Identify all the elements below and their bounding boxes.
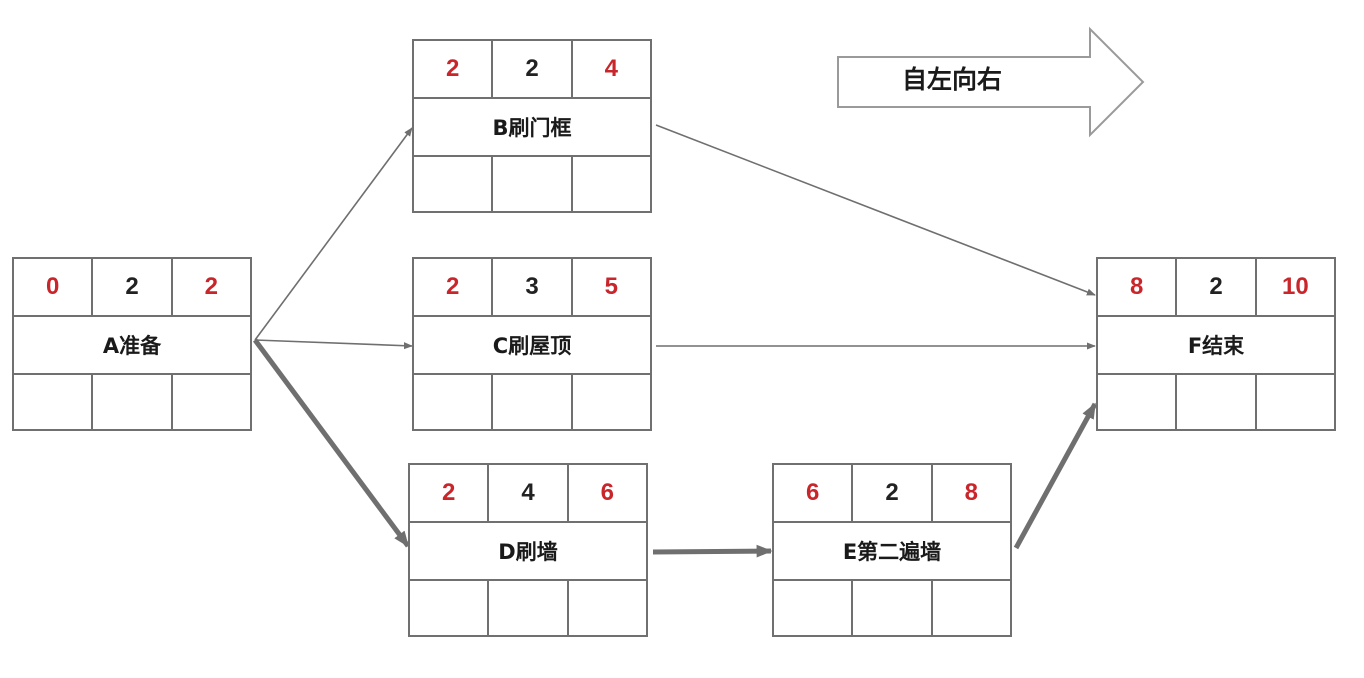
- node-b-name: B刷门框: [492, 116, 572, 140]
- node-c-name: C刷屋顶: [492, 334, 572, 358]
- node-c-roof: 2 3 5 C刷屋顶: [412, 257, 652, 431]
- node-c-early-finish: 5: [570, 259, 650, 315]
- node-e-early-finish: 8: [930, 465, 1010, 521]
- node-c-name-row: C刷屋顶: [414, 317, 650, 375]
- node-f-early-finish: 10: [1254, 259, 1334, 315]
- edge-a-c: [254, 339, 413, 350]
- node-d-name-row: D刷墙: [410, 523, 646, 581]
- edge-b-f: [655, 124, 1096, 296]
- node-a-late-finish: [170, 375, 250, 429]
- node-b-bottom-row: [414, 157, 650, 211]
- node-c-top-row: 2 3 5: [414, 259, 650, 317]
- node-e-name-row: E第二遍墙: [774, 523, 1010, 581]
- node-b-late-finish: [570, 157, 650, 211]
- node-f-name: F结束: [1187, 334, 1245, 358]
- node-b-float: [491, 157, 570, 211]
- node-d-bottom-row: [410, 581, 646, 635]
- node-a-duration: 2: [91, 259, 170, 315]
- edge-e-f: [1013, 402, 1098, 550]
- node-b-name-row: B刷门框: [414, 99, 650, 157]
- node-a-prepare: 0 2 2 A准备: [12, 257, 252, 431]
- node-c-duration: 3: [491, 259, 570, 315]
- edge-a-d: [252, 338, 411, 548]
- node-e-late-finish: [930, 581, 1010, 635]
- node-a-name-row: A准备: [14, 317, 250, 375]
- node-b-late-start: [414, 157, 491, 211]
- node-c-late-start: [414, 375, 491, 429]
- edge-a-b: [254, 127, 413, 341]
- node-a-early-start: 0: [45, 273, 60, 300]
- node-b-early-finish: 4: [570, 41, 650, 97]
- node-e-top-row: 6 2 8: [774, 465, 1010, 523]
- node-e-duration: 2: [851, 465, 930, 521]
- node-c-bottom-row: [414, 375, 650, 429]
- node-d-float: [487, 581, 566, 635]
- node-f-bottom-row: [1098, 375, 1334, 429]
- node-e-early-start: 6: [805, 479, 820, 506]
- node-e-name: E第二遍墙: [842, 540, 942, 564]
- node-c-late-finish: [570, 375, 650, 429]
- node-a-early-finish: 2: [170, 259, 250, 315]
- node-a-name: A准备: [102, 334, 162, 358]
- node-d-name: D刷墙: [498, 540, 558, 564]
- node-e-float: [851, 581, 930, 635]
- node-f-early-start: 8: [1129, 273, 1144, 300]
- node-d-duration: 4: [487, 465, 566, 521]
- node-d-wall: 2 4 6 D刷墙: [408, 463, 648, 637]
- edge-d-e: [652, 544, 773, 558]
- direction-label: 自左向右: [901, 65, 1002, 94]
- node-d-late-start: [410, 581, 487, 635]
- node-f-top-row: 8 2 10: [1098, 259, 1334, 317]
- node-c-float: [491, 375, 570, 429]
- node-e-bottom-row: [774, 581, 1010, 635]
- node-b-top-row: 2 2 4: [414, 41, 650, 99]
- node-a-late-start: [14, 375, 91, 429]
- node-b-door-frame: 2 2 4 B刷门框: [412, 39, 652, 213]
- node-a-bottom-row: [14, 375, 250, 429]
- node-f-float: [1175, 375, 1254, 429]
- node-d-top-row: 2 4 6: [410, 465, 646, 523]
- node-e-late-start: [774, 581, 851, 635]
- node-f-duration: 2: [1175, 259, 1254, 315]
- node-f-late-finish: [1254, 375, 1334, 429]
- node-b-early-start: 2: [445, 55, 460, 82]
- node-a-float: [91, 375, 170, 429]
- node-b-duration: 2: [491, 41, 570, 97]
- node-c-early-start: 2: [445, 273, 460, 300]
- node-f-name-row: F结束: [1098, 317, 1334, 375]
- node-f-end: 8 2 10 F结束: [1096, 257, 1336, 431]
- direction-arrow-shape: [837, 26, 1145, 138]
- node-a-top-row: 0 2 2: [14, 259, 250, 317]
- node-f-late-start: [1098, 375, 1175, 429]
- node-d-early-finish: 6: [566, 465, 646, 521]
- node-d-late-finish: [566, 581, 646, 635]
- node-e-second-wall: 6 2 8 E第二遍墙: [772, 463, 1012, 637]
- node-d-early-start: 2: [441, 479, 456, 506]
